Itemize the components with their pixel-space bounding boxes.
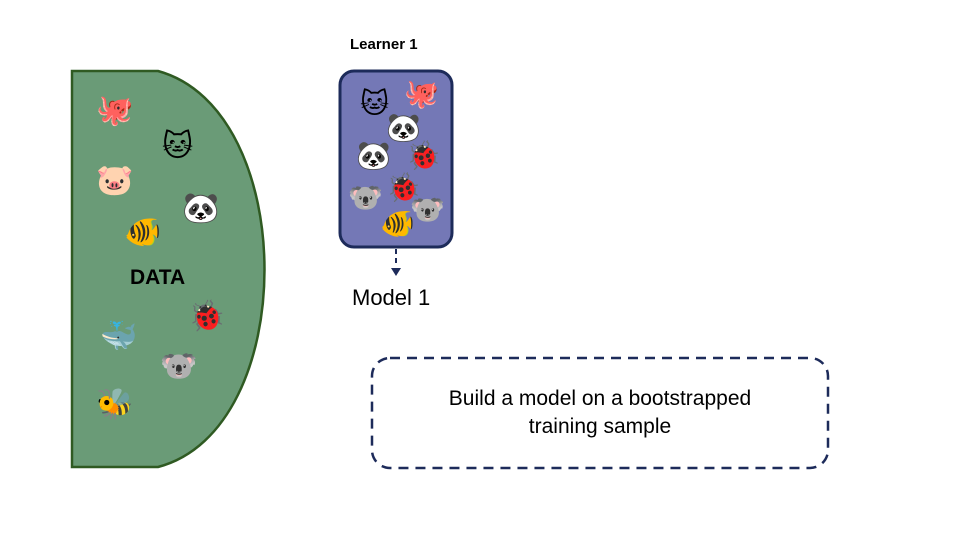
fish-icon: 🐠 — [124, 215, 162, 250]
cat-icon: 🐱 — [162, 129, 194, 164]
whale-icon: 🐳 — [100, 319, 138, 354]
panda-icon: 🐼 — [386, 111, 421, 144]
ladybug-icon: 🐞 — [386, 171, 421, 204]
octopus-icon: 🐙 — [96, 93, 134, 128]
connector-arrowhead — [391, 268, 401, 276]
koala-icon: 🐨 — [160, 349, 198, 384]
panda-icon: 🐼 — [182, 191, 220, 226]
pig-icon: 🐷 — [96, 163, 134, 198]
model-label: Model 1 — [352, 285, 431, 310]
koala-icon: 🐨 — [348, 181, 383, 214]
ladybug-icon: 🐞 — [188, 299, 226, 334]
cat-icon: 🐱 — [360, 87, 390, 120]
data-pool-shape — [70, 69, 266, 469]
octopus-icon: 🐙 — [404, 77, 439, 110]
panda-icon: 🐼 — [356, 139, 391, 172]
ladybug-icon: 🐞 — [406, 139, 441, 172]
bee-icon: 🐝 — [96, 387, 134, 422]
caption-box — [370, 356, 830, 470]
fish-icon: 🐠 — [380, 207, 415, 240]
learner-sample-box — [338, 69, 454, 249]
data-label: DATA — [130, 266, 186, 289]
caption-text-wrap: Build a model on a bootstrapped training… — [372, 358, 828, 468]
learner-title: Learner 1 — [350, 36, 418, 53]
koala-icon: 🐨 — [410, 193, 445, 226]
caption-text: Build a model on a bootstrapped training… — [448, 387, 752, 438]
